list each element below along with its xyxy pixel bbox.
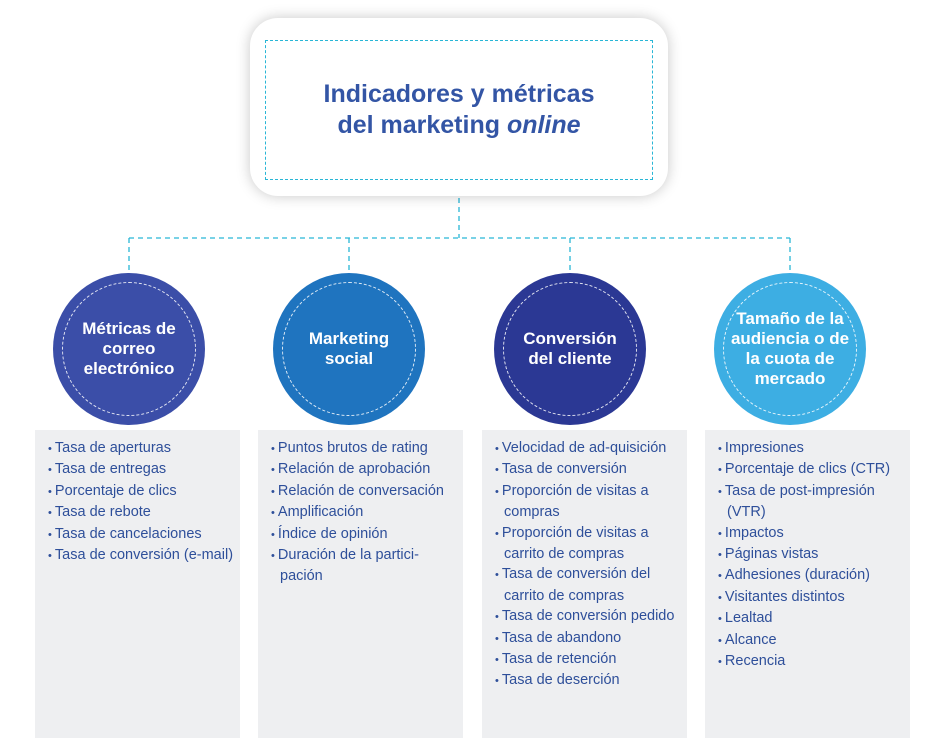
list-item: Tasa de rebote: [48, 502, 234, 523]
list-item: Tasa de conversión del carrito de compra…: [495, 564, 681, 606]
category-circle-audience: Tamaño de la audiencia o de la cuota de …: [714, 273, 866, 425]
list-item: Relación de aprobación: [271, 459, 457, 480]
list-item: Tasa de entregas: [48, 459, 234, 480]
metrics-panel-social: Puntos brutos de rating Relación de apro…: [258, 430, 463, 738]
list-item: Tasa de conversión: [495, 459, 681, 480]
list-item: Duración de la partici-pación: [271, 545, 457, 587]
metrics-panel-conversion: Velocidad de ad-quisición Tasa de conver…: [482, 430, 687, 738]
list-item: Tasa de conversión (e-mail): [48, 545, 234, 566]
list-item: Tasa de deserción: [495, 670, 681, 691]
category-label-email: Métricas de correo electrónico: [82, 319, 176, 378]
list-item: Recencia: [718, 651, 904, 672]
list-item: Proporción de visitas a compras: [495, 481, 681, 523]
list-item: Relación de conversación: [271, 481, 457, 502]
category-label-social: Marketing social: [308, 329, 390, 368]
list-item: Tasa de retención: [495, 649, 681, 670]
list-item: Velocidad de ad-quisición: [495, 438, 681, 459]
list-item: Tasa de abandono: [495, 628, 681, 649]
category-label-audience: Tamaño de la audiencia o de la cuota de …: [730, 309, 850, 388]
list-item: Proporción de visitas a carrito de compr…: [495, 523, 681, 565]
list-item: Tasa de aperturas: [48, 438, 234, 459]
list-item: Puntos brutos de rating: [271, 438, 457, 459]
list-item: Porcentaje de clics (CTR): [718, 459, 904, 480]
list-item: Impresiones: [718, 438, 904, 459]
category-label-conversion: Conversión del cliente: [523, 329, 617, 368]
list-item: Lealtad: [718, 608, 904, 629]
metrics-panel-audience: Impresiones Porcentaje de clics (CTR) Ta…: [705, 430, 910, 738]
category-circle-email: Métricas de correo electrónico: [53, 273, 205, 425]
list-item: Tasa de cancelaciones: [48, 524, 234, 545]
list-item: Adhesiones (duración): [718, 565, 904, 586]
list-item: Índice de opinión: [271, 524, 457, 545]
list-item: Alcance: [718, 630, 904, 651]
title-line-2-prefix: del marketing: [337, 111, 507, 139]
list-item: Tasa de conversión pedido: [495, 606, 681, 627]
list-item: Visitantes distintos: [718, 587, 904, 608]
list-item: Amplificación: [271, 502, 457, 523]
list-item: Tasa de post-impresión (VTR): [718, 481, 904, 523]
metrics-panel-email: Tasa de aperturas Tasa de entregas Porce…: [35, 430, 240, 738]
metrics-list-audience: Impresiones Porcentaje de clics (CTR) Ta…: [705, 430, 910, 672]
list-item: Porcentaje de clics: [48, 481, 234, 502]
list-item: Impactos: [718, 523, 904, 544]
title-line-1: Indicadores y métricas: [323, 80, 595, 108]
category-circle-social: Marketing social: [273, 273, 425, 425]
title-box: Indicadores y métricas del marketing onl…: [250, 18, 668, 196]
page-title: Indicadores y métricas del marketing onl…: [265, 40, 653, 180]
metrics-list-conversion: Velocidad de ad-quisición Tasa de conver…: [482, 430, 687, 692]
metrics-list-email: Tasa de aperturas Tasa de entregas Porce…: [35, 430, 240, 566]
category-circle-conversion: Conversión del cliente: [494, 273, 646, 425]
metrics-list-social: Puntos brutos de rating Relación de apro…: [258, 430, 463, 587]
title-line-2-italic: online: [506, 111, 581, 139]
list-item: Páginas vistas: [718, 544, 904, 565]
